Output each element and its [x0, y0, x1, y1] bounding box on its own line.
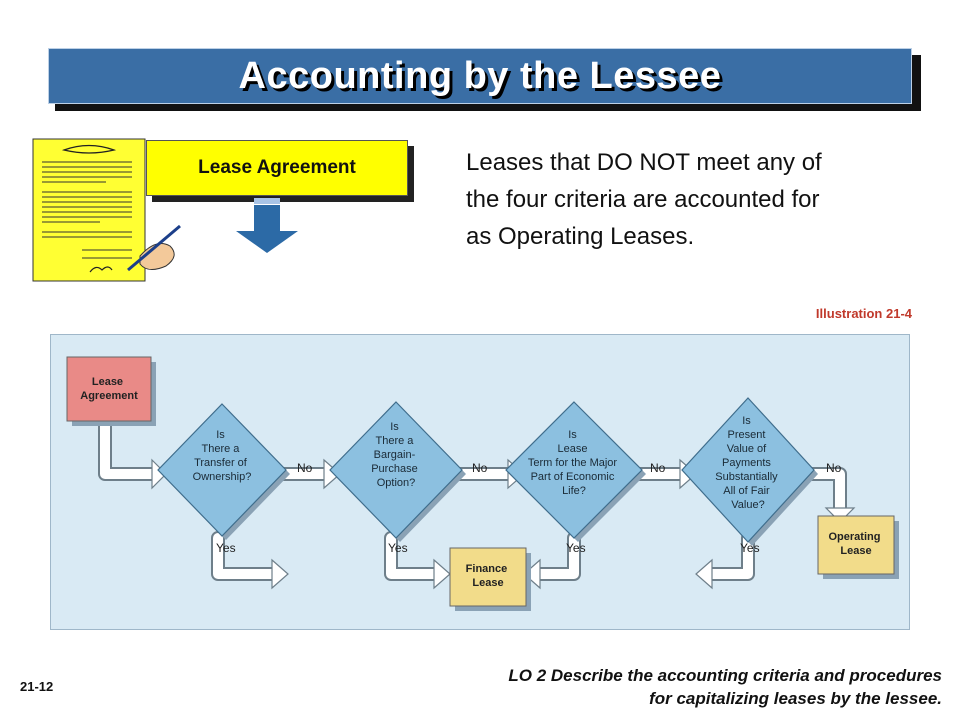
- c3-line-3: Term for the Major: [528, 457, 618, 469]
- intro-paragraph: Leases that DO NOT meet any of the four …: [466, 149, 822, 250]
- c2-line-3: Bargain-: [374, 449, 416, 461]
- c4-line-1: Is: [742, 415, 751, 427]
- c1-line-4: Ownership?: [193, 471, 252, 483]
- lease-document-icon: [32, 138, 181, 282]
- yes-label-1: Yes: [216, 541, 236, 555]
- c4-line-2: Present: [728, 429, 766, 441]
- no-label-3: No: [650, 461, 666, 475]
- title-banner: Accounting by the Lessee: [48, 48, 912, 104]
- svg-text:Finance Lease: Finance Lease: [466, 563, 511, 589]
- operating-line-2: Lease: [840, 545, 871, 557]
- c3-line-1: Is: [568, 429, 577, 441]
- c4-line-4: Payments: [722, 457, 771, 469]
- svg-text:Operating Lease: Operating Lease: [828, 531, 883, 557]
- c2-line-2: There a: [376, 435, 415, 447]
- no-label-1: No: [297, 461, 313, 475]
- c3-line-5: Life?: [562, 485, 586, 497]
- start-line-2: Agreement: [80, 390, 138, 402]
- finance-line-2: Lease: [472, 577, 503, 589]
- yes-label-4: Yes: [740, 541, 760, 555]
- c2-line-1: Is: [390, 421, 399, 433]
- lo-line-2: for capitalizing leases by the lessee.: [649, 689, 942, 708]
- criterion-1-diamond: Is There a Transfer of Ownership?: [157, 403, 290, 540]
- svg-text:Is There a Bargain: Is There a Bargain- Purchase Option?: [371, 421, 421, 489]
- svg-text:Is There a Transfe: Is There a Transfer of Ownership?: [193, 429, 252, 483]
- c1-line-3: Transfer of: [194, 457, 248, 469]
- no-label-4: No: [826, 461, 842, 475]
- c1-line-2: There a: [202, 443, 241, 455]
- operating-line-1: Operating: [828, 531, 880, 543]
- svg-text:Lease Agreement: Lease Agreement: [80, 376, 138, 402]
- operating-lease-box: [817, 515, 895, 575]
- yes-label-3: Yes: [566, 541, 586, 555]
- svg-text:Is Present Value o: Is Present Value of Payments Substantial…: [715, 415, 780, 511]
- c1-line-1: Is: [216, 429, 225, 441]
- learning-objective: LO 2 Describe the accounting criteria an…: [508, 664, 942, 710]
- page-title: Accounting by the Lessee: [238, 54, 722, 97]
- lease-agreement-label: Lease Agreement: [146, 140, 408, 196]
- slide-number: 21-12: [20, 679, 54, 694]
- yes-label-2: Yes: [388, 541, 408, 555]
- finance-lease-box: [449, 547, 527, 607]
- start-lease-agreement-box: [66, 356, 152, 422]
- c4-line-7: Value?: [731, 499, 764, 511]
- criterion-2-diamond: Is There a Bargain- Purchase Option?: [329, 401, 466, 542]
- finance-line-1: Finance: [466, 563, 508, 575]
- c3-line-2: Lease: [557, 443, 587, 455]
- start-line-1: Lease: [92, 376, 123, 388]
- no-label-2: No: [472, 461, 488, 475]
- lessee-flowchart: Lease Agreement Is There a Transfer of O…: [66, 356, 899, 611]
- lease-agreement-text: Lease Agreement: [198, 157, 356, 178]
- criterion-3-diamond: Is Lease Term for the Major Part of Econ…: [505, 401, 646, 542]
- criterion-4-diamond: Is Present Value of Payments Substantial…: [681, 397, 818, 546]
- illustration-label: Illustration 21-4: [815, 306, 912, 321]
- c2-line-4: Purchase: [371, 463, 417, 475]
- c4-line-5: Substantially: [715, 471, 778, 483]
- c3-line-4: Part of Economic: [531, 471, 615, 483]
- lo-line-1: LO 2 Describe the accounting criteria an…: [508, 666, 942, 685]
- c4-line-3: Value of: [727, 443, 767, 455]
- down-arrow-icon: [236, 198, 298, 253]
- svg-text:Is Lease Term for: Is Lease Term for the Major Part of Econ…: [528, 429, 620, 497]
- c2-line-5: Option?: [377, 477, 416, 489]
- c4-line-6: All of Fair: [723, 485, 770, 497]
